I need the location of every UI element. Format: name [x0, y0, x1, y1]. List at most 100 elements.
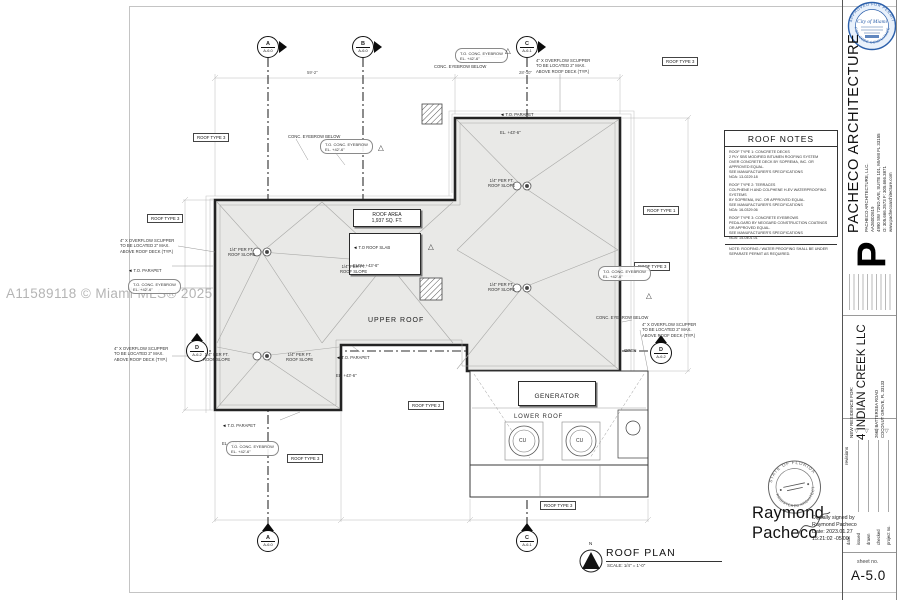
- firm-logo-p: P: [850, 241, 894, 268]
- revision-triangle-icon: ◁: [854, 428, 861, 434]
- roof-type-label: ROOF TYPE 2: [408, 401, 445, 411]
- firm-phone-line: O: 305.666.2573 F: 305.666.3871: [882, 166, 887, 232]
- revision-triangle-icon: ◁: [884, 428, 891, 434]
- revision-delta-icon: [428, 236, 434, 254]
- scupper-note: 4" X OVERFLOW SCUPPER TO BE LOCATED 2" M…: [120, 238, 175, 254]
- roof-type-label: ROOF TYPE 1: [643, 206, 680, 216]
- roof-note: NOTE: ROOFING / WATER PROOFING SHALL BE …: [725, 243, 837, 257]
- eyebrow-elevation-label: T.O. CONC. EYEBROW EL. +42'-6": [128, 279, 181, 295]
- project-name: 4 INDIAN CREEK LLC: [856, 324, 868, 440]
- stamp-badge: [865, 35, 879, 38]
- upper-roof-label: UPPER ROOF: [368, 317, 425, 324]
- sheet-no-label: sheet no.: [857, 559, 879, 565]
- revision-rule: [878, 440, 879, 512]
- roof-notes-title: ROOF NOTES: [725, 131, 837, 147]
- revision-delta-icon: [378, 137, 384, 155]
- lower-roof-outline: [469, 370, 649, 498]
- slope-note: 1/4" PER FT. ROOF SLOPE: [286, 352, 314, 363]
- signature-first-name: Raymond: [752, 504, 825, 522]
- revision-triangle-icon: ◁: [874, 428, 881, 434]
- sheet-number: A-5.0: [851, 568, 886, 583]
- eyebrow-elevation-label: T.O. CONC. EYEBROW EL. +42'-6": [455, 48, 508, 64]
- seal-center-bars: [783, 482, 805, 492]
- signature-squiggle: [797, 511, 831, 537]
- revision-rule: [888, 440, 889, 512]
- dimension-label: 28'-10": [519, 70, 532, 75]
- section-arrow-icon: [537, 41, 546, 53]
- titleblock-border: [842, 0, 843, 600]
- section-arrow-icon: [278, 41, 287, 53]
- section-arrow-icon: [373, 41, 382, 53]
- dimension-lines: [181, 74, 692, 524]
- firm-license: AA26002619: [870, 206, 875, 232]
- titleblock-divider: [843, 552, 896, 553]
- section-arrow-icon: [521, 522, 533, 531]
- parapet-inner-line: [219, 122, 616, 406]
- plan-title: ROOF PLAN: [606, 547, 722, 562]
- revision-rule: [858, 440, 859, 512]
- roof-hatch-items: [419, 103, 443, 301]
- roof-type-label: ROOF TYPE 3: [287, 454, 324, 464]
- parapet-elevation-label: T.O. PARAPET EL. +43'-6": [500, 103, 534, 139]
- lower-roof-label: LOWER ROOF: [514, 414, 564, 420]
- cu-label: CU: [519, 438, 527, 444]
- firm-name: PACHECO ARCHITECTURE: [846, 33, 862, 233]
- mls-watermark: A11589118 © Miami MLS® 2025: [6, 286, 213, 301]
- section-arrow-icon: [655, 334, 667, 343]
- roof-type-label: ROOF TYPE 3: [662, 57, 699, 67]
- eyebrow-below-label: CONC. EYEBROW BELOW: [288, 134, 341, 139]
- revisions-label: revisions: [844, 446, 849, 465]
- dimension-label: 59'-2": [307, 70, 318, 75]
- slope-note: 1/4" PER FT. ROOF SLOPE: [488, 282, 516, 293]
- stamp-microtext-lines: [861, 26, 883, 34]
- slope-note: 1/4" PER FT. ROOF SLOPE: [488, 178, 516, 189]
- titleblock-divider: [843, 418, 896, 419]
- roof-area-box: ROOF AREA 1,937 SQ. FT.: [353, 209, 421, 227]
- titleblock-border: [896, 0, 897, 600]
- slope-note: 1/4" PER FT. ROOF SLOPE: [228, 247, 256, 258]
- scupper-note: 4" X OVERFLOW SCUPPER TO BE LOCATED 2" M…: [642, 322, 697, 338]
- roof-slab-elevation-box: T.O ROOF SLAB ELEV. +43'-6": [349, 233, 421, 275]
- parapet-elevation-label: T.O. PARAPET EL. +43'-6": [336, 346, 370, 382]
- field-project-no-label: project no.: [886, 525, 891, 545]
- firm-address-line: PACHECO ARCHITECTURE, LLC.: [864, 163, 869, 232]
- plan-scale: SCALE: 1/4" = 1'-0": [607, 563, 646, 568]
- roof-type-label: ROOF TYPE 3: [540, 501, 577, 511]
- roof-note: ROOF TYPE 3: CONCRETE EYEBROWS PEDA-GARD…: [729, 215, 828, 240]
- eyebrow-elevation-label: T.O. CONC. EYEBROW EL. +42'-6": [598, 266, 651, 282]
- eyebrow-elevation-label: T.O. CONC. EYEBROW EL. +42'-6": [320, 139, 373, 155]
- roof-type-label: ROOF TYPE 3: [193, 133, 230, 143]
- north-arrow-icon: [579, 549, 603, 573]
- city-of-miami-approval-stamp: APPROVED FOR PERMIT FOR CODE COMPLIANCE …: [847, 1, 897, 51]
- digital-signature-text: Digitally signed by Raymond Pacheco Date…: [812, 515, 857, 542]
- open-label: OPEN: [624, 348, 637, 353]
- cu-label: CU: [576, 438, 584, 444]
- revision-triangle-icon: ◁: [864, 428, 871, 434]
- titleblock-divider: [843, 315, 896, 316]
- section-arrow-icon: [191, 332, 203, 341]
- eyebrow-below-label: CONC. EYEBROW BELOW: [434, 64, 487, 69]
- scupper-note: 4" X OVERFLOW SCUPPER TO BE LOCATED 2" M…: [114, 346, 169, 362]
- scupper-note: 4" X OVERFLOW SCUPPER TO BE LOCATED 2" M…: [536, 58, 591, 74]
- revision-delta-icon: [505, 40, 511, 58]
- copyright-microtext: [849, 274, 891, 310]
- slope-note: 1/4" PER FT. ROOF SLOPE: [203, 352, 231, 363]
- eyebrow-below-label: CONC. EYEBROW BELOW: [596, 315, 649, 320]
- revision-rule: [868, 440, 869, 512]
- field-checked-label: checked: [876, 529, 881, 545]
- eyebrow-elevation-label: T.O. CONC. EYEBROW EL. +42'-6": [226, 441, 279, 457]
- revision-delta-icon: [646, 285, 652, 303]
- roof-notes-panel: ROOF NOTES ROOF TYPE 1: CONCRETE DECKS 2…: [724, 130, 838, 256]
- roof-note: ROOF TYPE 1: CONCRETE DECKS 2 PLY SBS MO…: [729, 150, 819, 179]
- roof-type-label: ROOF TYPE 3: [147, 214, 184, 224]
- slope-note: 1/4" PER FT. ROOF SLOPE: [340, 264, 368, 275]
- firm-address-line: 4990 SW 72ND AVE, SUITE 101, MIAMI FL 33…: [876, 133, 881, 232]
- stamp-center-text: City of Miami: [857, 18, 887, 25]
